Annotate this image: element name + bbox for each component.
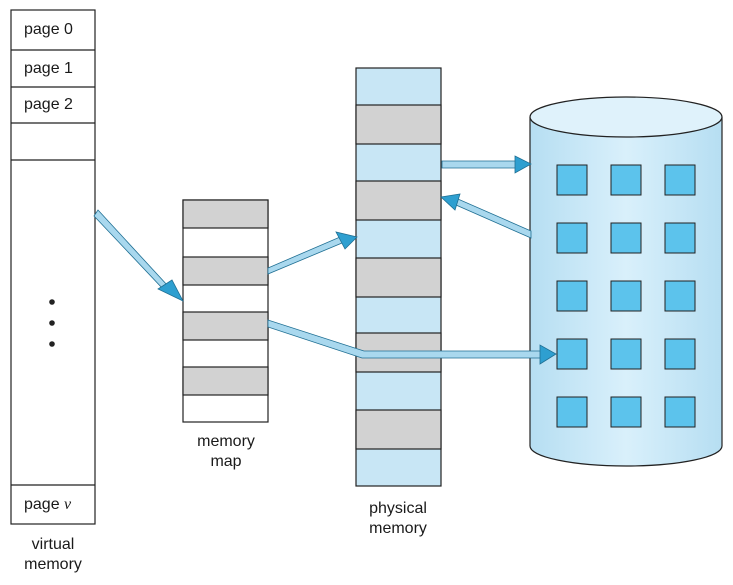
ellipsis-dot [49, 320, 55, 326]
disk-cylinder [529, 96, 723, 467]
arrow-head [514, 155, 532, 174]
disk-block [664, 396, 696, 428]
memory-map-entry [182, 311, 269, 341]
disk-block [610, 164, 642, 196]
page-2-label: page 2 [24, 96, 73, 113]
page-v-label: page v [24, 495, 71, 515]
arrow-shaft [267, 236, 343, 275]
physical-frame-used [355, 104, 442, 145]
disk-block [556, 396, 588, 428]
caption-line: memory [369, 520, 427, 537]
arrow-head [335, 231, 358, 250]
arrow-head [539, 344, 557, 365]
arrow-shaft [455, 198, 532, 239]
memory-map-entry [182, 199, 269, 229]
memory-map-column [182, 199, 269, 423]
caption-line: virtual [31, 536, 75, 553]
caption-line: memory [197, 433, 255, 450]
disk-top [529, 96, 723, 138]
arrows [93, 155, 557, 365]
disk-block [664, 222, 696, 254]
caption-line: map [210, 453, 242, 470]
physical-frame-used [355, 180, 442, 221]
disk-block [556, 338, 588, 370]
memory-map-entry [182, 366, 269, 396]
physical-frame-used [355, 257, 442, 298]
disk-block [556, 222, 588, 254]
disk-block [664, 280, 696, 312]
arrow-head [440, 193, 461, 211]
arrow-head [157, 279, 184, 302]
ellipsis-dot [49, 299, 55, 305]
virtual-memory-outline [10, 9, 96, 525]
disk-block [610, 338, 642, 370]
page-1-label: page 1 [24, 60, 73, 77]
disk-block [664, 338, 696, 370]
caption-line: physical [369, 500, 427, 517]
virtual-memory-caption: virtual memory [6, 535, 100, 575]
virtual-memory-column [10, 9, 96, 525]
page-v-variable: v [64, 496, 72, 513]
disk-block [610, 280, 642, 312]
disk-block [664, 164, 696, 196]
disk-block [556, 280, 588, 312]
disk-block [610, 222, 642, 254]
arrow-shaft [93, 209, 169, 291]
disk-block [610, 396, 642, 428]
physical-memory-caption: physical memory [348, 499, 448, 539]
physical-memory-column [355, 67, 442, 487]
physical-frame-used [355, 409, 442, 450]
memory-map-caption: memory map [176, 432, 276, 472]
disk-block [556, 164, 588, 196]
disk-block-grid [556, 164, 696, 428]
page-v-prefix: page [24, 496, 60, 513]
arrow-shaft [441, 160, 517, 169]
page-0-label: page 0 [24, 21, 73, 38]
ellipsis-dot [49, 341, 55, 347]
memory-map-entry [182, 256, 269, 286]
caption-line: memory [24, 556, 82, 573]
